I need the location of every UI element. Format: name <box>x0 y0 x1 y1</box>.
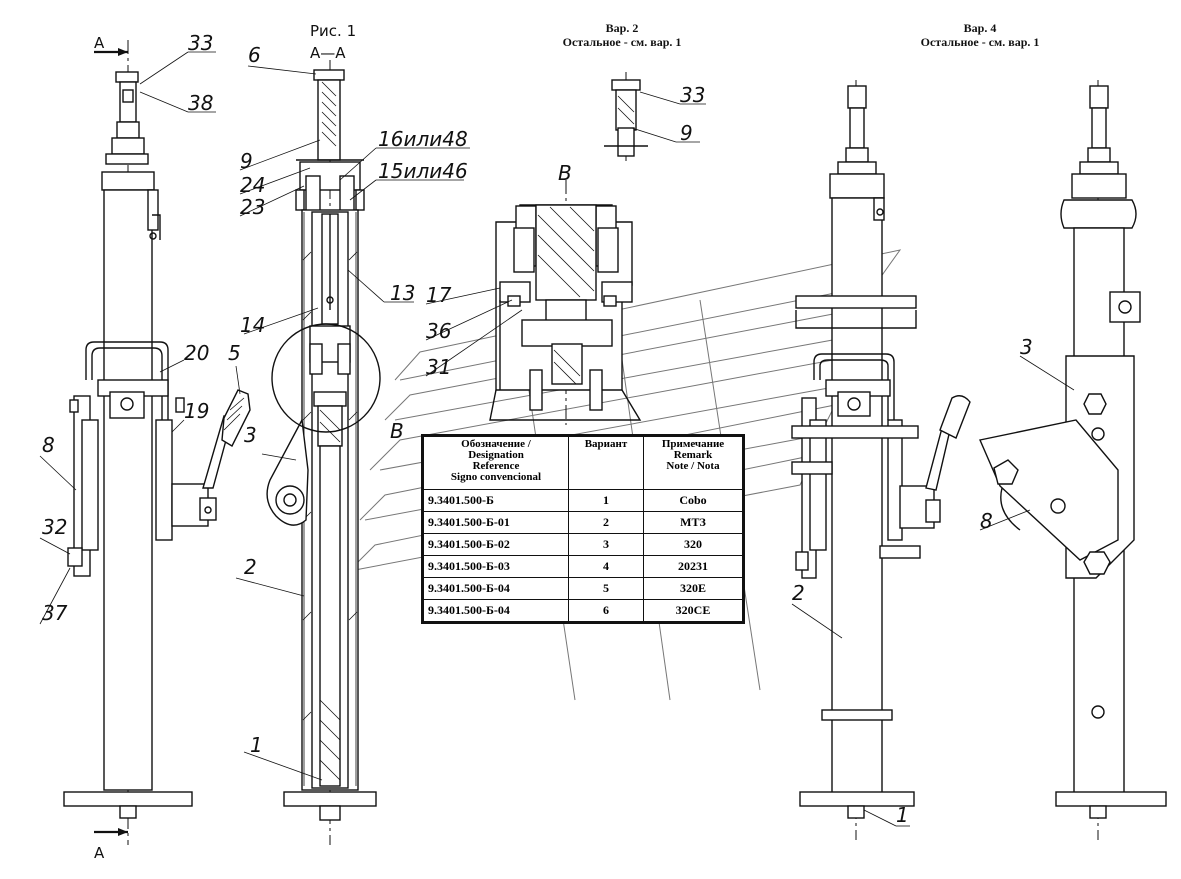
table-row: 9.3401.500-Б-01 2 МТЗ <box>422 511 744 534</box>
var4-subtitle: Остальное - см. вар. 1 <box>921 35 1040 49</box>
section-arrow-a-bottom: А <box>94 844 105 862</box>
callout-32: 32 <box>42 515 67 539</box>
var4-callout-3: 3 <box>1020 335 1033 359</box>
callout-1: 1 <box>250 733 263 757</box>
callout-37: 37 <box>42 601 68 625</box>
var2-subtitle: Остальное - см. вар. 1 <box>563 35 682 49</box>
var2-title: Вар. 2 <box>606 21 639 35</box>
leader-lines <box>39 51 1075 827</box>
designation-cell: 9.3401.500-Б-04 <box>422 599 569 623</box>
header-line: Signo convencional <box>450 471 542 483</box>
note-cell: 320CE <box>643 599 744 623</box>
detail-b <box>489 180 642 425</box>
designation-cell: 9.3401.500-Б-04 <box>422 577 569 600</box>
table-row: 9.3401.500-Б-04 5 320E <box>422 577 744 600</box>
detail-b-marker: В <box>390 419 404 443</box>
header-line: Обозначение / <box>461 438 531 450</box>
callout-38: 38 <box>188 91 213 115</box>
callout-23: 23 <box>240 195 265 219</box>
callout-14: 14 <box>240 313 265 337</box>
variant-cell: 5 <box>568 577 644 600</box>
designation-cell: 9.3401.500-Б-03 <box>422 555 569 578</box>
callout-20: 20 <box>184 341 209 365</box>
callout-31: 31 <box>426 355 451 379</box>
header-line: Примечание <box>661 438 725 450</box>
callout-8: 8 <box>42 433 55 457</box>
var4-callout-2: 2 <box>792 581 805 605</box>
callout-5: 5 <box>228 341 241 365</box>
designation-cell: 9.3401.500-Б-02 <box>422 533 569 556</box>
variant-cell: 1 <box>568 489 644 512</box>
callout-24: 24 <box>240 173 265 197</box>
var4-front-view <box>791 80 971 840</box>
callout-6: 6 <box>248 43 261 67</box>
var2-detail <box>604 72 648 162</box>
view-1-side <box>63 40 251 845</box>
col-designation-header: Обозначение / Designation Reference Sign… <box>422 435 569 490</box>
callout-15: 15или46 <box>378 159 468 183</box>
detail-b-label: В <box>558 161 572 185</box>
note-cell: 320E <box>643 577 744 600</box>
callout-2: 2 <box>244 555 257 579</box>
variant-cell: 6 <box>568 599 644 623</box>
variant-cell: 4 <box>568 555 644 578</box>
col-note-header: Примечание Remark Note / Nota <box>643 435 744 490</box>
note-cell: 20231 <box>643 555 744 578</box>
note-cell: Cobo <box>643 489 744 512</box>
table-row: 9.3401.500-Б-02 3 320 <box>422 533 744 556</box>
col-variant-header: Вариант <box>568 435 644 490</box>
table-header-row: Обозначение / Designation Reference Sign… <box>422 435 744 490</box>
header-line: Reference <box>472 460 520 472</box>
table-row: 9.3401.500-Б 1 Cobo <box>422 489 744 512</box>
section-a-a-label: А—А <box>310 44 346 62</box>
var2-callout-33: 33 <box>680 83 705 107</box>
callout-9: 9 <box>240 149 253 173</box>
table-row: 9.3401.500-Б-04 6 320CE <box>422 599 744 623</box>
callout-33: 33 <box>188 31 213 55</box>
callout-36: 36 <box>426 319 451 343</box>
designation-cell: 9.3401.500-Б <box>422 489 569 512</box>
variant-cell: 3 <box>568 533 644 556</box>
variants-table: Обозначение / Designation Reference Sign… <box>421 434 745 624</box>
header-line: Remark <box>673 449 713 461</box>
var4-side-view <box>979 80 1167 840</box>
view-section-a-a <box>266 60 381 845</box>
variant-cell: 2 <box>568 511 644 534</box>
table-row: 9.3401.500-Б-03 4 20231 <box>422 555 744 578</box>
note-cell: МТЗ <box>643 511 744 534</box>
callout-17: 17 <box>426 283 452 307</box>
var4-callout-1: 1 <box>896 803 909 827</box>
var2-callout-9: 9 <box>680 121 693 145</box>
section-arrow-a-top: А <box>94 34 105 52</box>
note-cell: 320 <box>643 533 744 556</box>
callout-19: 19 <box>184 399 209 423</box>
callout-13: 13 <box>390 281 415 305</box>
header-line: Note / Nota <box>666 460 720 472</box>
var4-callout-8: 8 <box>980 509 993 533</box>
fig1-title: Рис. 1 <box>310 22 356 40</box>
header-line: Designation <box>468 449 524 461</box>
var4-title: Вар. 4 <box>964 21 997 35</box>
callout-16: 16или48 <box>378 127 468 151</box>
callout-3: 3 <box>244 423 257 447</box>
designation-cell: 9.3401.500-Б-01 <box>422 511 569 534</box>
